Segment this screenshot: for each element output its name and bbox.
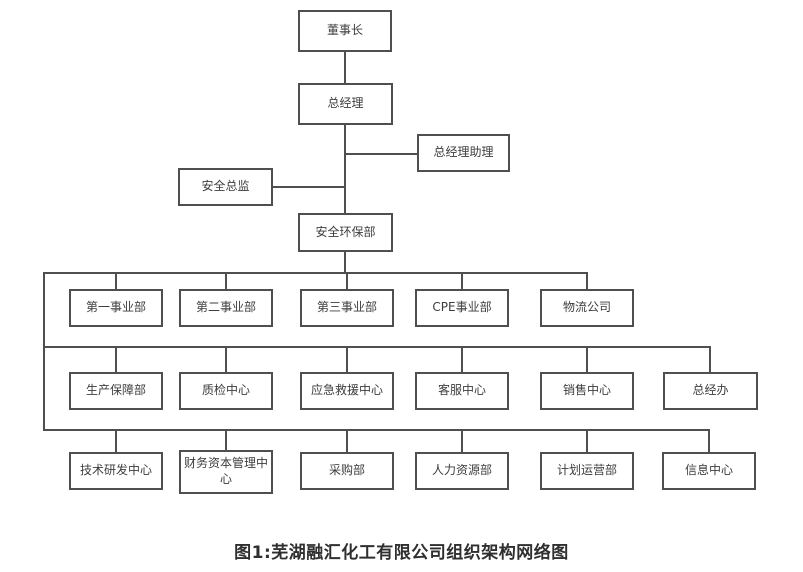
stub-row2-0 [115, 346, 117, 372]
stub-row3-1 [225, 429, 227, 450]
stub-row3-5 [708, 429, 710, 452]
connector-bus-row2 [43, 346, 711, 348]
node-human-resources: 人力资源部 [415, 452, 509, 490]
node-finance-capital: 财务资本管理中心 [179, 450, 273, 494]
node-procurement: 采购部 [300, 452, 394, 490]
node-general-manager: 总经理 [298, 83, 393, 125]
node-safety-env-dept: 安全环保部 [298, 213, 393, 252]
stub-row2-1 [225, 346, 227, 372]
stub-row1-2 [346, 272, 348, 289]
stub-row3-4 [586, 429, 588, 452]
node-safety-director: 安全总监 [178, 168, 273, 206]
stub-row1-0 [115, 272, 117, 289]
stub-row2-3 [461, 346, 463, 372]
connector-gm-safety-env [344, 125, 346, 213]
connector-safety-director [273, 186, 345, 188]
node-sales-center: 销售中心 [540, 372, 634, 410]
connector-bus-row1 [43, 272, 588, 274]
connector-left-spine [43, 272, 45, 431]
node-gm-office: 总经办 [663, 372, 758, 410]
node-tech-rd-center: 技术研发中心 [69, 452, 163, 490]
stub-row1-3 [461, 272, 463, 289]
node-logistics-co: 物流公司 [540, 289, 634, 327]
figure-caption: 图1:芜湖融汇化工有限公司组织架构网络图 [234, 543, 569, 563]
node-division-2: 第二事业部 [179, 289, 273, 327]
stub-row2-5 [709, 346, 711, 372]
connector-bus-row3 [43, 429, 710, 431]
node-quality-center: 质检中心 [179, 372, 273, 410]
stub-row1-1 [225, 272, 227, 289]
stub-row3-3 [461, 429, 463, 452]
node-chairman: 董事长 [298, 10, 392, 52]
node-emergency-rescue: 应急救援中心 [300, 372, 394, 410]
node-division-1: 第一事业部 [69, 289, 163, 327]
node-customer-service: 客服中心 [415, 372, 509, 410]
node-gm-assistant: 总经理助理 [417, 134, 510, 172]
stub-row2-2 [346, 346, 348, 372]
stub-row2-4 [586, 346, 588, 372]
connector-env-to-bus1 [344, 252, 346, 272]
node-cpe-division: CPE事业部 [415, 289, 509, 327]
node-planning-operations: 计划运营部 [540, 452, 634, 490]
node-production-support: 生产保障部 [69, 372, 163, 410]
connector-gm-assistant [345, 153, 417, 155]
stub-row3-0 [115, 429, 117, 452]
stub-row3-2 [346, 429, 348, 452]
node-division-3: 第三事业部 [300, 289, 394, 327]
stub-row1-4 [586, 272, 588, 289]
connector-chairman-gm [344, 52, 346, 83]
node-info-center: 信息中心 [662, 452, 756, 490]
